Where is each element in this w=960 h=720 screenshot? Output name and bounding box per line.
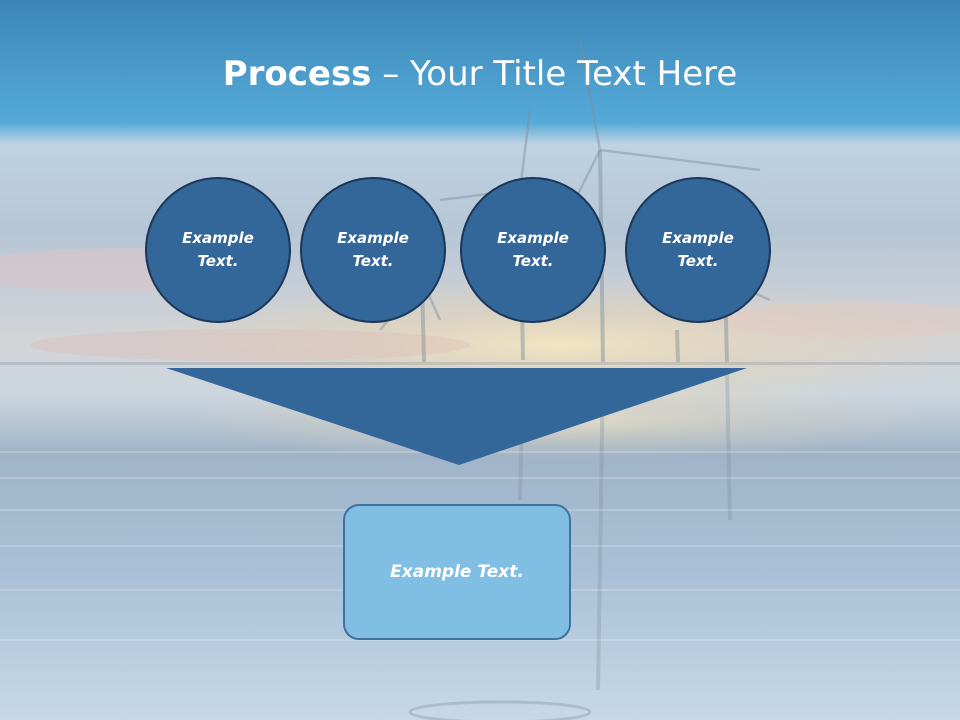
process-circle-1[interactable]: Example Text. (145, 177, 291, 323)
circle-label: Example Text. (337, 229, 409, 270)
title-bold-part: Process (222, 54, 372, 94)
circle-label: Example Text. (497, 229, 569, 270)
process-circle-4[interactable]: Example Text. (625, 177, 771, 323)
circle-label: Example Text. (662, 229, 734, 270)
slide-title: Process – Your Title Text Here (0, 52, 960, 96)
result-box[interactable]: Example Text. (343, 504, 571, 640)
circle-label: Example Text. (182, 229, 254, 270)
result-box-label: Example Text. (390, 562, 524, 582)
process-circle-3[interactable]: Example Text. (460, 177, 606, 323)
title-rest-part: – Your Title Text Here (371, 54, 738, 94)
process-circle-2[interactable]: Example Text. (300, 177, 446, 323)
